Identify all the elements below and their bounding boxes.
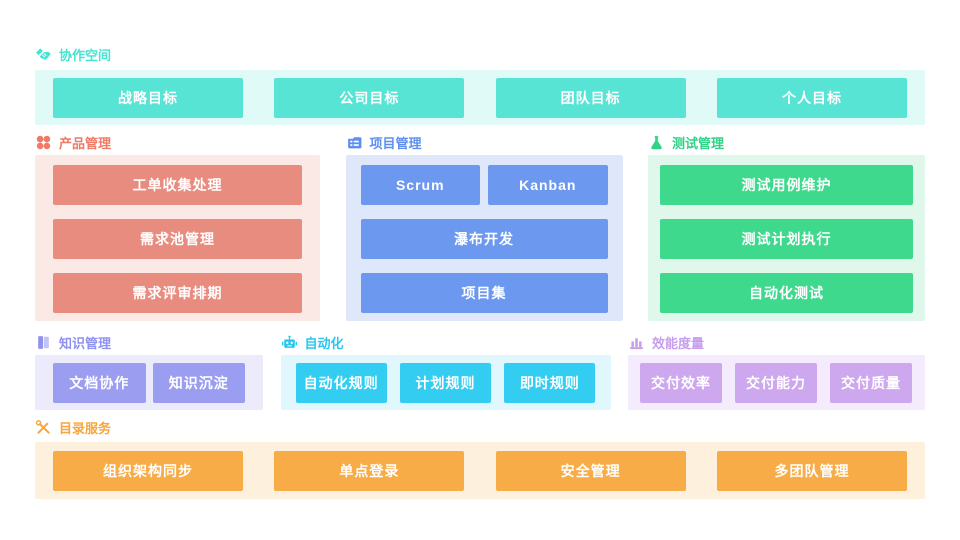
- btn-automated-testing[interactable]: 自动化测试: [660, 273, 913, 313]
- four-dots-icon: [35, 134, 52, 151]
- section-title-text: 自动化: [304, 335, 344, 351]
- collaboration-panel: 战略目标 公司目标 团队目标 个人目标: [35, 70, 925, 125]
- btn-automation-rules[interactable]: 自动化规则: [295, 362, 387, 403]
- section-title-text: 测试管理: [672, 135, 725, 151]
- btn-waterfall[interactable]: 瀑布开发: [360, 219, 608, 259]
- lower-row: 知识管理 文档协作 知识沉淀 自动化: [35, 333, 925, 410]
- project-panel: Scrum Kanban 瀑布开发 项目集: [345, 155, 623, 321]
- bar-chart-icon: [628, 334, 645, 351]
- btn-personal-goals[interactable]: 个人目标: [716, 77, 907, 118]
- btn-multi-team[interactable]: 多团队管理: [716, 450, 907, 491]
- btn-scheduled-rules[interactable]: 计划规则: [399, 362, 492, 403]
- btn-team-goals[interactable]: 团队目标: [495, 77, 686, 118]
- section-title-collaboration: 协作空间: [35, 45, 925, 63]
- robot-icon: [281, 334, 298, 351]
- section-testing: 测试管理 测试用例维护 测试计划执行 自动化测试: [648, 133, 925, 321]
- btn-ticket-collection[interactable]: 工单收集处理: [53, 165, 302, 205]
- btn-company-goals[interactable]: 公司目标: [274, 77, 465, 118]
- section-project: 项目管理 Scrum Kanban 瀑布开发 项目集: [345, 133, 623, 321]
- section-title-project: 项目管理: [346, 133, 623, 151]
- knowledge-panel: 文档协作 知识沉淀: [35, 355, 263, 410]
- section-automation: 自动化 自动化规则 计划规则 即时规则: [280, 333, 611, 410]
- tools-icon: [35, 419, 52, 436]
- btn-requirement-pool[interactable]: 需求池管理: [53, 219, 302, 259]
- testing-panel: 测试用例维护 测试计划执行 自动化测试: [648, 155, 925, 321]
- section-title-directory: 目录服务: [35, 418, 925, 436]
- btn-doc-collaboration[interactable]: 文档协作: [53, 362, 146, 403]
- section-collaboration: 协作空间 战略目标 公司目标 团队目标 个人目标: [35, 45, 925, 125]
- btn-scrum[interactable]: Scrum: [360, 165, 480, 205]
- flask-icon: [648, 134, 665, 151]
- section-directory: 目录服务 组织架构同步 单点登录 安全管理 多团队管理: [35, 418, 925, 499]
- section-metrics: 效能度量 交付效率 交付能力 交付质量: [628, 333, 925, 410]
- product-panel: 工单收集处理 需求池管理 需求评审排期: [35, 155, 320, 321]
- btn-instant-rules[interactable]: 即时规则: [504, 362, 596, 403]
- section-title-product: 产品管理: [35, 133, 320, 151]
- btn-requirement-review[interactable]: 需求评审排期: [53, 273, 302, 313]
- btn-knowledge-accumulation[interactable]: 知识沉淀: [152, 362, 245, 403]
- btn-sso[interactable]: 单点登录: [274, 450, 465, 491]
- section-product: 产品管理 工单收集处理 需求池管理 需求评审排期: [35, 133, 320, 321]
- btn-strategic-goals[interactable]: 战略目标: [53, 77, 243, 118]
- project-method-pair: Scrum Kanban: [360, 165, 608, 205]
- section-title-text: 效能度量: [652, 335, 705, 351]
- section-title-knowledge: 知识管理: [35, 333, 263, 351]
- book-icon: [35, 334, 52, 351]
- btn-test-plans[interactable]: 测试计划执行: [660, 219, 913, 259]
- btn-delivery-quality[interactable]: 交付质量: [830, 362, 912, 403]
- section-title-metrics: 效能度量: [628, 333, 925, 351]
- section-title-testing: 测试管理: [648, 133, 925, 151]
- btn-delivery-capability[interactable]: 交付能力: [735, 362, 817, 403]
- section-title-automation: 自动化: [281, 333, 611, 351]
- metrics-panel: 交付效率 交付能力 交付质量: [628, 355, 925, 410]
- section-title-text: 产品管理: [59, 135, 112, 151]
- btn-test-cases[interactable]: 测试用例维护: [660, 165, 913, 205]
- directory-panel: 组织架构同步 单点登录 安全管理 多团队管理: [35, 442, 925, 499]
- btn-program[interactable]: 项目集: [360, 273, 608, 313]
- btn-security-management[interactable]: 安全管理: [495, 450, 686, 491]
- section-title-text: 知识管理: [59, 335, 112, 351]
- btn-org-sync[interactable]: 组织架构同步: [53, 450, 243, 491]
- section-title-text: 协作空间: [59, 47, 112, 63]
- handshake-icon: [35, 46, 52, 63]
- middle-row: 产品管理 工单收集处理 需求池管理 需求评审排期: [35, 133, 925, 321]
- task-board-icon: [346, 134, 363, 151]
- section-title-text: 项目管理: [369, 135, 422, 151]
- section-knowledge: 知识管理 文档协作 知识沉淀: [35, 333, 263, 410]
- automation-panel: 自动化规则 计划规则 即时规则: [280, 355, 611, 410]
- btn-kanban[interactable]: Kanban: [488, 165, 608, 205]
- btn-delivery-efficiency[interactable]: 交付效率: [640, 362, 722, 403]
- section-title-text: 目录服务: [59, 420, 112, 436]
